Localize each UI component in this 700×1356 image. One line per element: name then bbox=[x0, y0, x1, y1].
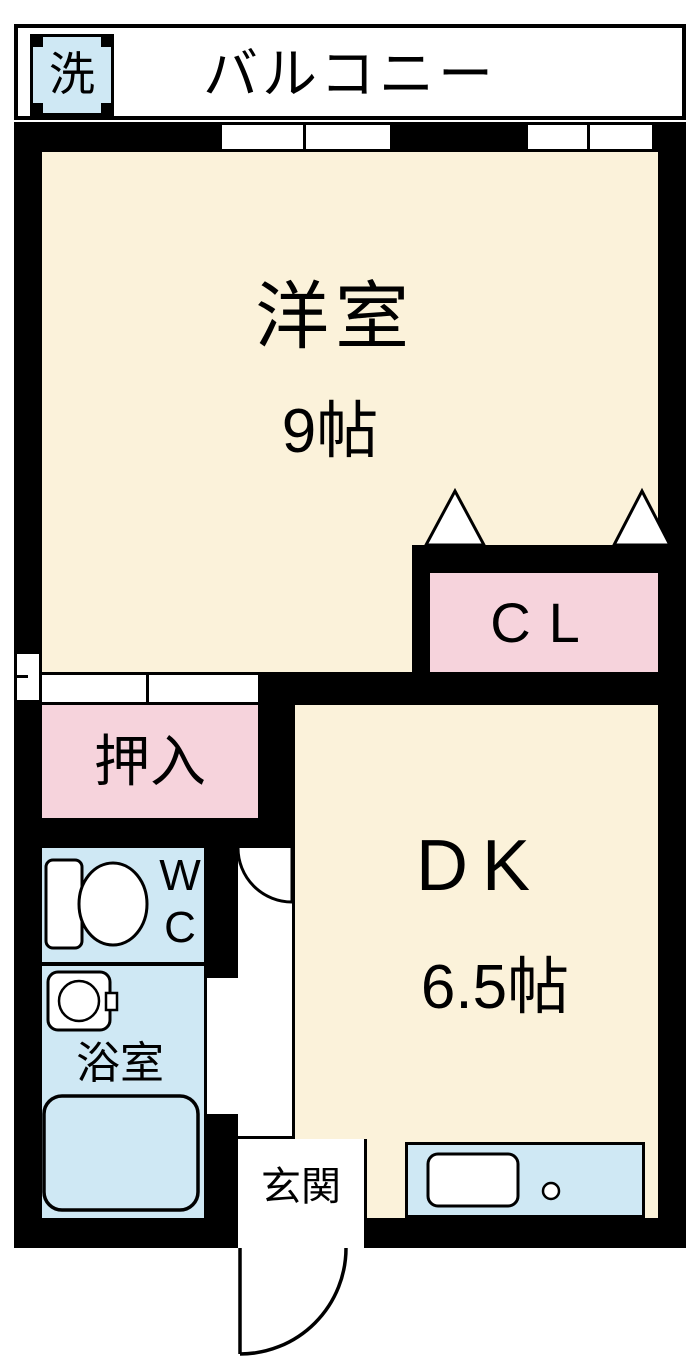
window-east bbox=[528, 122, 652, 152]
washer-corner-mark bbox=[30, 103, 43, 116]
balcony-label: バルコニー bbox=[203, 43, 497, 105]
bath-partition-wall bbox=[204, 1114, 238, 1138]
wc-label: WC bbox=[159, 851, 201, 952]
dining-kitchen-size: 6.5帖 bbox=[420, 953, 570, 1022]
sliding-door-opening bbox=[42, 672, 258, 705]
balcony-outline bbox=[14, 24, 686, 120]
entrance-label: 玄関 bbox=[261, 1165, 341, 1209]
closet-cl-floor bbox=[430, 573, 658, 672]
washer-corner-mark bbox=[101, 34, 114, 47]
oshiire-label: 押入 bbox=[94, 730, 206, 793]
kitchen-counter bbox=[405, 1142, 645, 1218]
washer-corner-mark bbox=[30, 34, 43, 47]
entrance-step-line bbox=[204, 1136, 367, 1139]
western-room-size: 9帖 bbox=[281, 397, 379, 466]
wc-partition-wall bbox=[204, 848, 238, 978]
window-mullion bbox=[587, 122, 590, 152]
dining-kitchen-floor bbox=[295, 705, 658, 1218]
washer-label: 洗 bbox=[49, 48, 95, 100]
washing-machine-pan bbox=[30, 34, 114, 116]
window-west bbox=[222, 122, 390, 152]
oshiire-floor bbox=[42, 705, 258, 818]
entrance-floor bbox=[238, 1139, 364, 1248]
window-mullion bbox=[303, 122, 306, 152]
closet-cl-label: CL bbox=[490, 591, 598, 654]
bath-floor bbox=[42, 966, 204, 1218]
dining-kitchen-label: DK bbox=[415, 826, 545, 906]
western-room-label: 洋室 bbox=[255, 275, 415, 358]
sliding-door-mullion bbox=[146, 672, 149, 705]
window-mullion bbox=[14, 675, 28, 678]
washer-corner-mark bbox=[101, 103, 114, 116]
entrance-door-swing-arc bbox=[239, 1247, 348, 1356]
entrance-partition-line bbox=[364, 1139, 367, 1218]
bath-label: 浴室 bbox=[76, 1039, 164, 1088]
